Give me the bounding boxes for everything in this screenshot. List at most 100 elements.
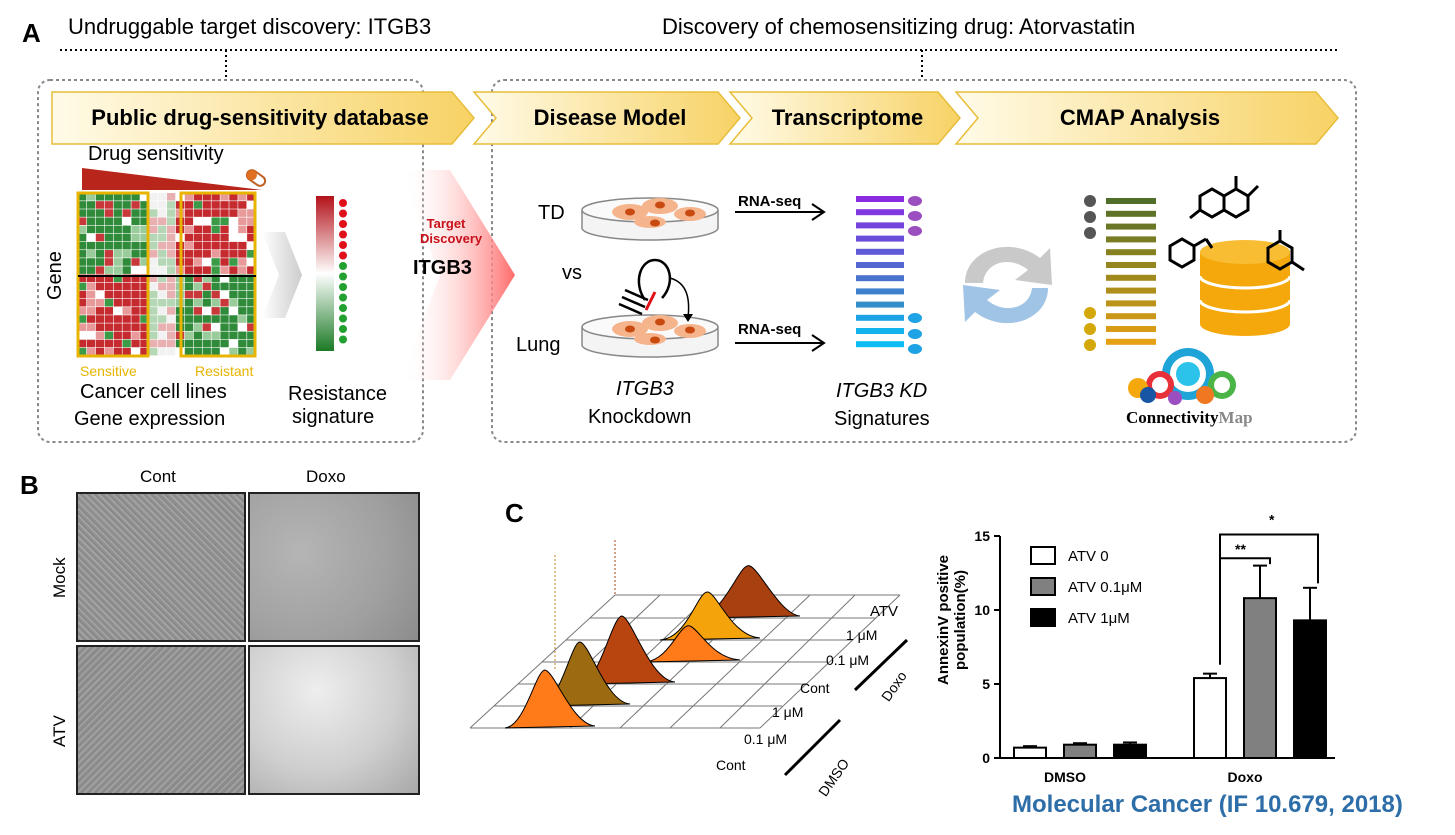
- heatmap-cell: [149, 258, 158, 266]
- heatmap-cell: [78, 339, 87, 348]
- heatmap-cell: [122, 347, 131, 356]
- heatmap-cell: [211, 274, 220, 283]
- heatmap-cell: [113, 225, 122, 234]
- heatmap-cell: [193, 290, 202, 299]
- heatmap-cell: [193, 241, 202, 250]
- transcriptome-bar: [856, 222, 904, 229]
- signature-dot: [339, 325, 347, 333]
- cmap-dot: [1084, 211, 1096, 223]
- signature-dot: [339, 220, 347, 228]
- heatmap-cell: [131, 282, 140, 291]
- heatmap-cell: [247, 258, 256, 266]
- heatmap-cell: [78, 290, 87, 299]
- cmap-bar: [1106, 300, 1156, 307]
- heatmap-cell: [211, 193, 220, 201]
- heatmap-cell: [104, 250, 113, 258]
- heatmap-cell: [247, 290, 256, 299]
- heatmap-cell: [229, 225, 238, 234]
- heatmap-cell: [229, 241, 238, 250]
- heatmap-cell: [95, 217, 105, 225]
- significance-label: **: [1235, 541, 1246, 557]
- heatmap-cell: [95, 201, 105, 209]
- heatmap-cell: [131, 209, 140, 217]
- heatmap-cell: [167, 258, 176, 266]
- journal-citation: Molecular Cancer (IF 10.679, 2018): [1012, 791, 1403, 818]
- heatmap-cell: [184, 307, 194, 315]
- heatmap-cell: [86, 347, 96, 356]
- heatmap-cell: [247, 217, 256, 225]
- td-label: TD: [538, 202, 565, 224]
- heatmap-cell: [149, 347, 158, 356]
- cmap-bar: [1106, 249, 1156, 256]
- heatmap-cell: [104, 323, 113, 331]
- heatmap-cell: [220, 274, 229, 283]
- heatmap-cell: [247, 193, 256, 201]
- heatmap-cell: [95, 241, 105, 250]
- signature-dot: [339, 283, 347, 291]
- heatmap-cell: [220, 233, 229, 242]
- heatmap-cell: [229, 298, 238, 307]
- heatmap-cell: [104, 339, 113, 348]
- heatmap-cell: [202, 274, 211, 283]
- heatmap-cell: [211, 290, 220, 299]
- heatmap-cell: [247, 201, 256, 209]
- heatmap-cell: [158, 347, 167, 356]
- drug-sensitivity-label: Drug sensitivity: [88, 143, 224, 165]
- heatmap-cell: [158, 209, 167, 217]
- cmap-bar: [1106, 236, 1156, 243]
- heatmap-cell: [149, 274, 158, 283]
- heatmap-cell: [104, 266, 113, 274]
- heatmap-cell: [149, 331, 158, 340]
- panel-b-letter: B: [20, 470, 39, 500]
- heatmap-cell: [158, 258, 167, 266]
- heatmap-cell: [211, 315, 220, 323]
- heatmap-cell: [140, 298, 149, 307]
- heatmap-cell: [167, 315, 176, 323]
- heatmap-cell: [86, 266, 96, 274]
- heatmap-cell: [202, 201, 211, 209]
- heatmap-cell: [95, 298, 105, 307]
- heatmap-cell: [140, 323, 149, 331]
- heatmap-cell: [78, 347, 87, 356]
- micrograph-atv-cont: [76, 645, 246, 795]
- heatmap-cell: [202, 331, 211, 340]
- heatmap-cell: [158, 290, 167, 299]
- dmso-1um-label: 1 μM: [772, 704, 804, 720]
- col-cont-label: Cont: [140, 467, 176, 486]
- heatmap-cell: [184, 315, 194, 323]
- heatmap-cell: [193, 193, 202, 201]
- heatmap-cell: [238, 209, 247, 217]
- target-label: Target: [426, 216, 466, 231]
- signature-dot: [339, 199, 347, 207]
- heatmap-cell: [229, 323, 238, 331]
- heatmap-cell: [167, 331, 176, 340]
- heatmap-cell: [211, 201, 220, 209]
- heatmap-cell: [158, 282, 167, 291]
- signature-label: signature: [292, 406, 375, 428]
- legend-swatch: [1030, 608, 1056, 627]
- heatmap-cell: [158, 331, 167, 340]
- heatmap-cell: [158, 217, 167, 225]
- heatmap-cell: [104, 233, 113, 242]
- heatmap-cell: [193, 347, 202, 356]
- heatmap-cell: [122, 241, 131, 250]
- heatmap-cell: [211, 250, 220, 258]
- heatmap-cell: [238, 323, 247, 331]
- heatmap-cell: [86, 274, 96, 283]
- step-disease-model: Disease Model: [533, 105, 687, 130]
- heatmap-cell: [229, 258, 238, 266]
- cmap-logo-text: ConnectivityMap: [1126, 408, 1253, 428]
- heatmap-cell: [167, 274, 176, 283]
- transcriptome-bar: [856, 196, 904, 202]
- heatmap-cell: [113, 209, 122, 217]
- heatmap-cell: [104, 307, 113, 315]
- heatmap-cell: [238, 241, 247, 250]
- heatmap-cell: [86, 250, 96, 258]
- heatmap-cell: [167, 339, 176, 348]
- cmap-dot: [1084, 227, 1096, 239]
- heatmap-cell: [95, 250, 105, 258]
- heatmap-cell: [95, 282, 105, 291]
- heatmap-cell: [220, 307, 229, 315]
- heatmap-cell: [158, 315, 167, 323]
